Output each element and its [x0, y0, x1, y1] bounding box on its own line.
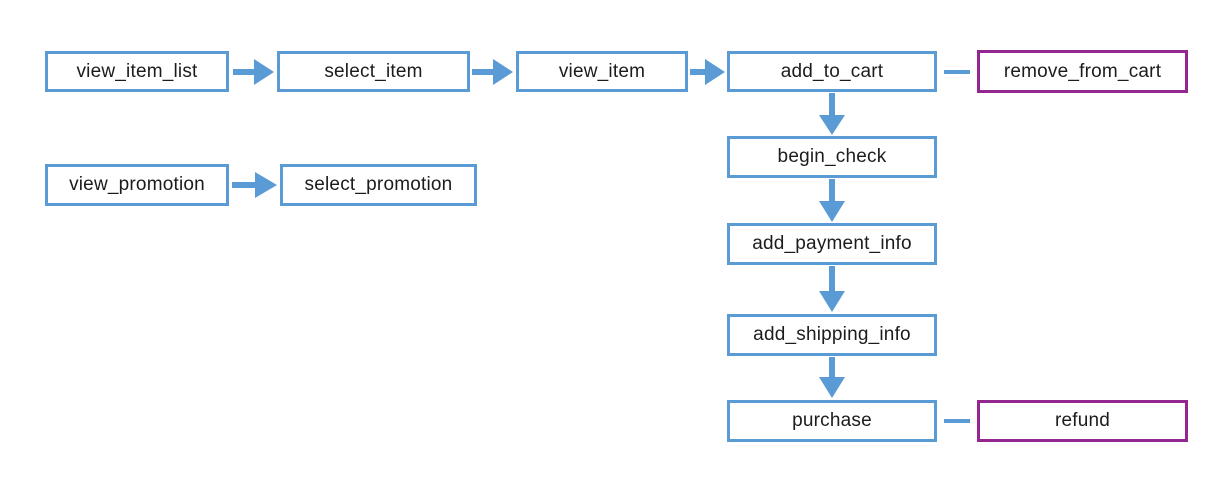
node-label: refund — [1054, 410, 1111, 431]
node-select_promotion: select_promotion — [280, 164, 477, 206]
node-label: add_payment_info — [752, 233, 912, 254]
node-refund: refund — [977, 400, 1188, 442]
node-add_to_cart: add_to_cart — [727, 51, 937, 92]
edge-begin_check-add_payment_info-arrow — [819, 179, 845, 222]
node-label: view_promotion — [69, 174, 205, 195]
node-label: select_item — [324, 60, 423, 82]
node-label: add_shipping_info — [753, 324, 911, 345]
node-begin_check: begin_check — [727, 136, 937, 178]
node-view_item: view_item — [516, 51, 688, 92]
node-label: purchase — [792, 410, 872, 431]
node-select_item: select_item — [277, 51, 470, 92]
node-label: add_to_cart — [780, 60, 884, 82]
node-remove_from_cart: remove_from_cart — [977, 50, 1188, 93]
node-purchase: purchase — [727, 400, 937, 442]
node-add_shipping_info: add_shipping_info — [727, 314, 937, 356]
node-view_item_list: view_item_list — [45, 51, 229, 92]
node-add_payment_info: add_payment_info — [727, 223, 937, 265]
node-label: remove_from_cart — [1003, 60, 1162, 82]
edge-view_item_list-select_item-arrow — [233, 59, 274, 85]
node-label: view_item — [558, 60, 646, 82]
node-view_promotion: view_promotion — [45, 164, 229, 206]
edge-view_item-add_to_cart-arrow — [690, 59, 725, 85]
edge-select_item-view_item-arrow — [472, 59, 513, 85]
edge-add_to_cart-begin_check-arrow — [819, 93, 845, 135]
edge-add_shipping_info-purchase-arrow — [819, 357, 845, 398]
node-label: view_item_list — [76, 60, 198, 82]
node-label: select_promotion — [304, 174, 453, 195]
edge-view_promotion-select_promotion-arrow — [232, 172, 277, 198]
edge-add_payment_info-add_shipping_info-arrow — [819, 266, 845, 312]
node-label: begin_check — [777, 146, 887, 167]
